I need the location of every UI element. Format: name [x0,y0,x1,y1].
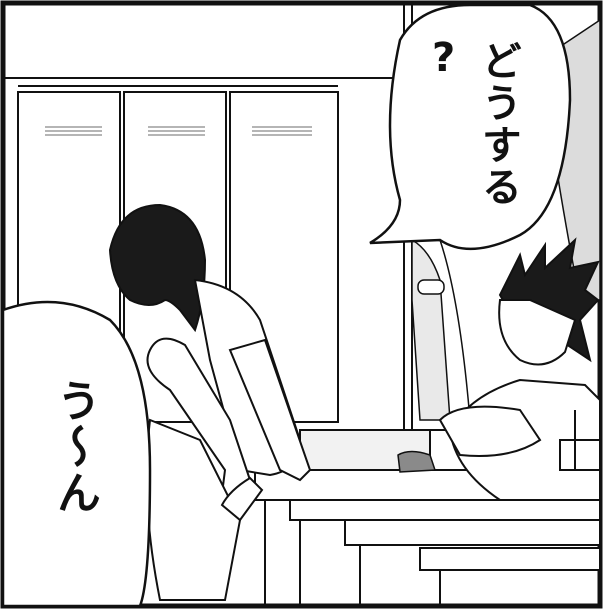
desk-back [419,547,601,571]
desk-mid [344,519,601,546]
boy-face [498,299,577,366]
girl-hair [108,203,207,333]
question-mark-text: ? [432,35,458,81]
phone-object [397,450,437,473]
speech-bubble-dousuru [369,3,572,251]
locker-vents [45,126,312,136]
speech-bubble-uun [1,300,152,608]
girl-leg [146,337,252,522]
boy-character [438,237,601,501]
dialogue-dousuru: どうする [475,40,521,208]
dialogue-uun: う〜ん [49,378,100,516]
girl-character [108,203,312,601]
curtain-tie [417,279,445,295]
